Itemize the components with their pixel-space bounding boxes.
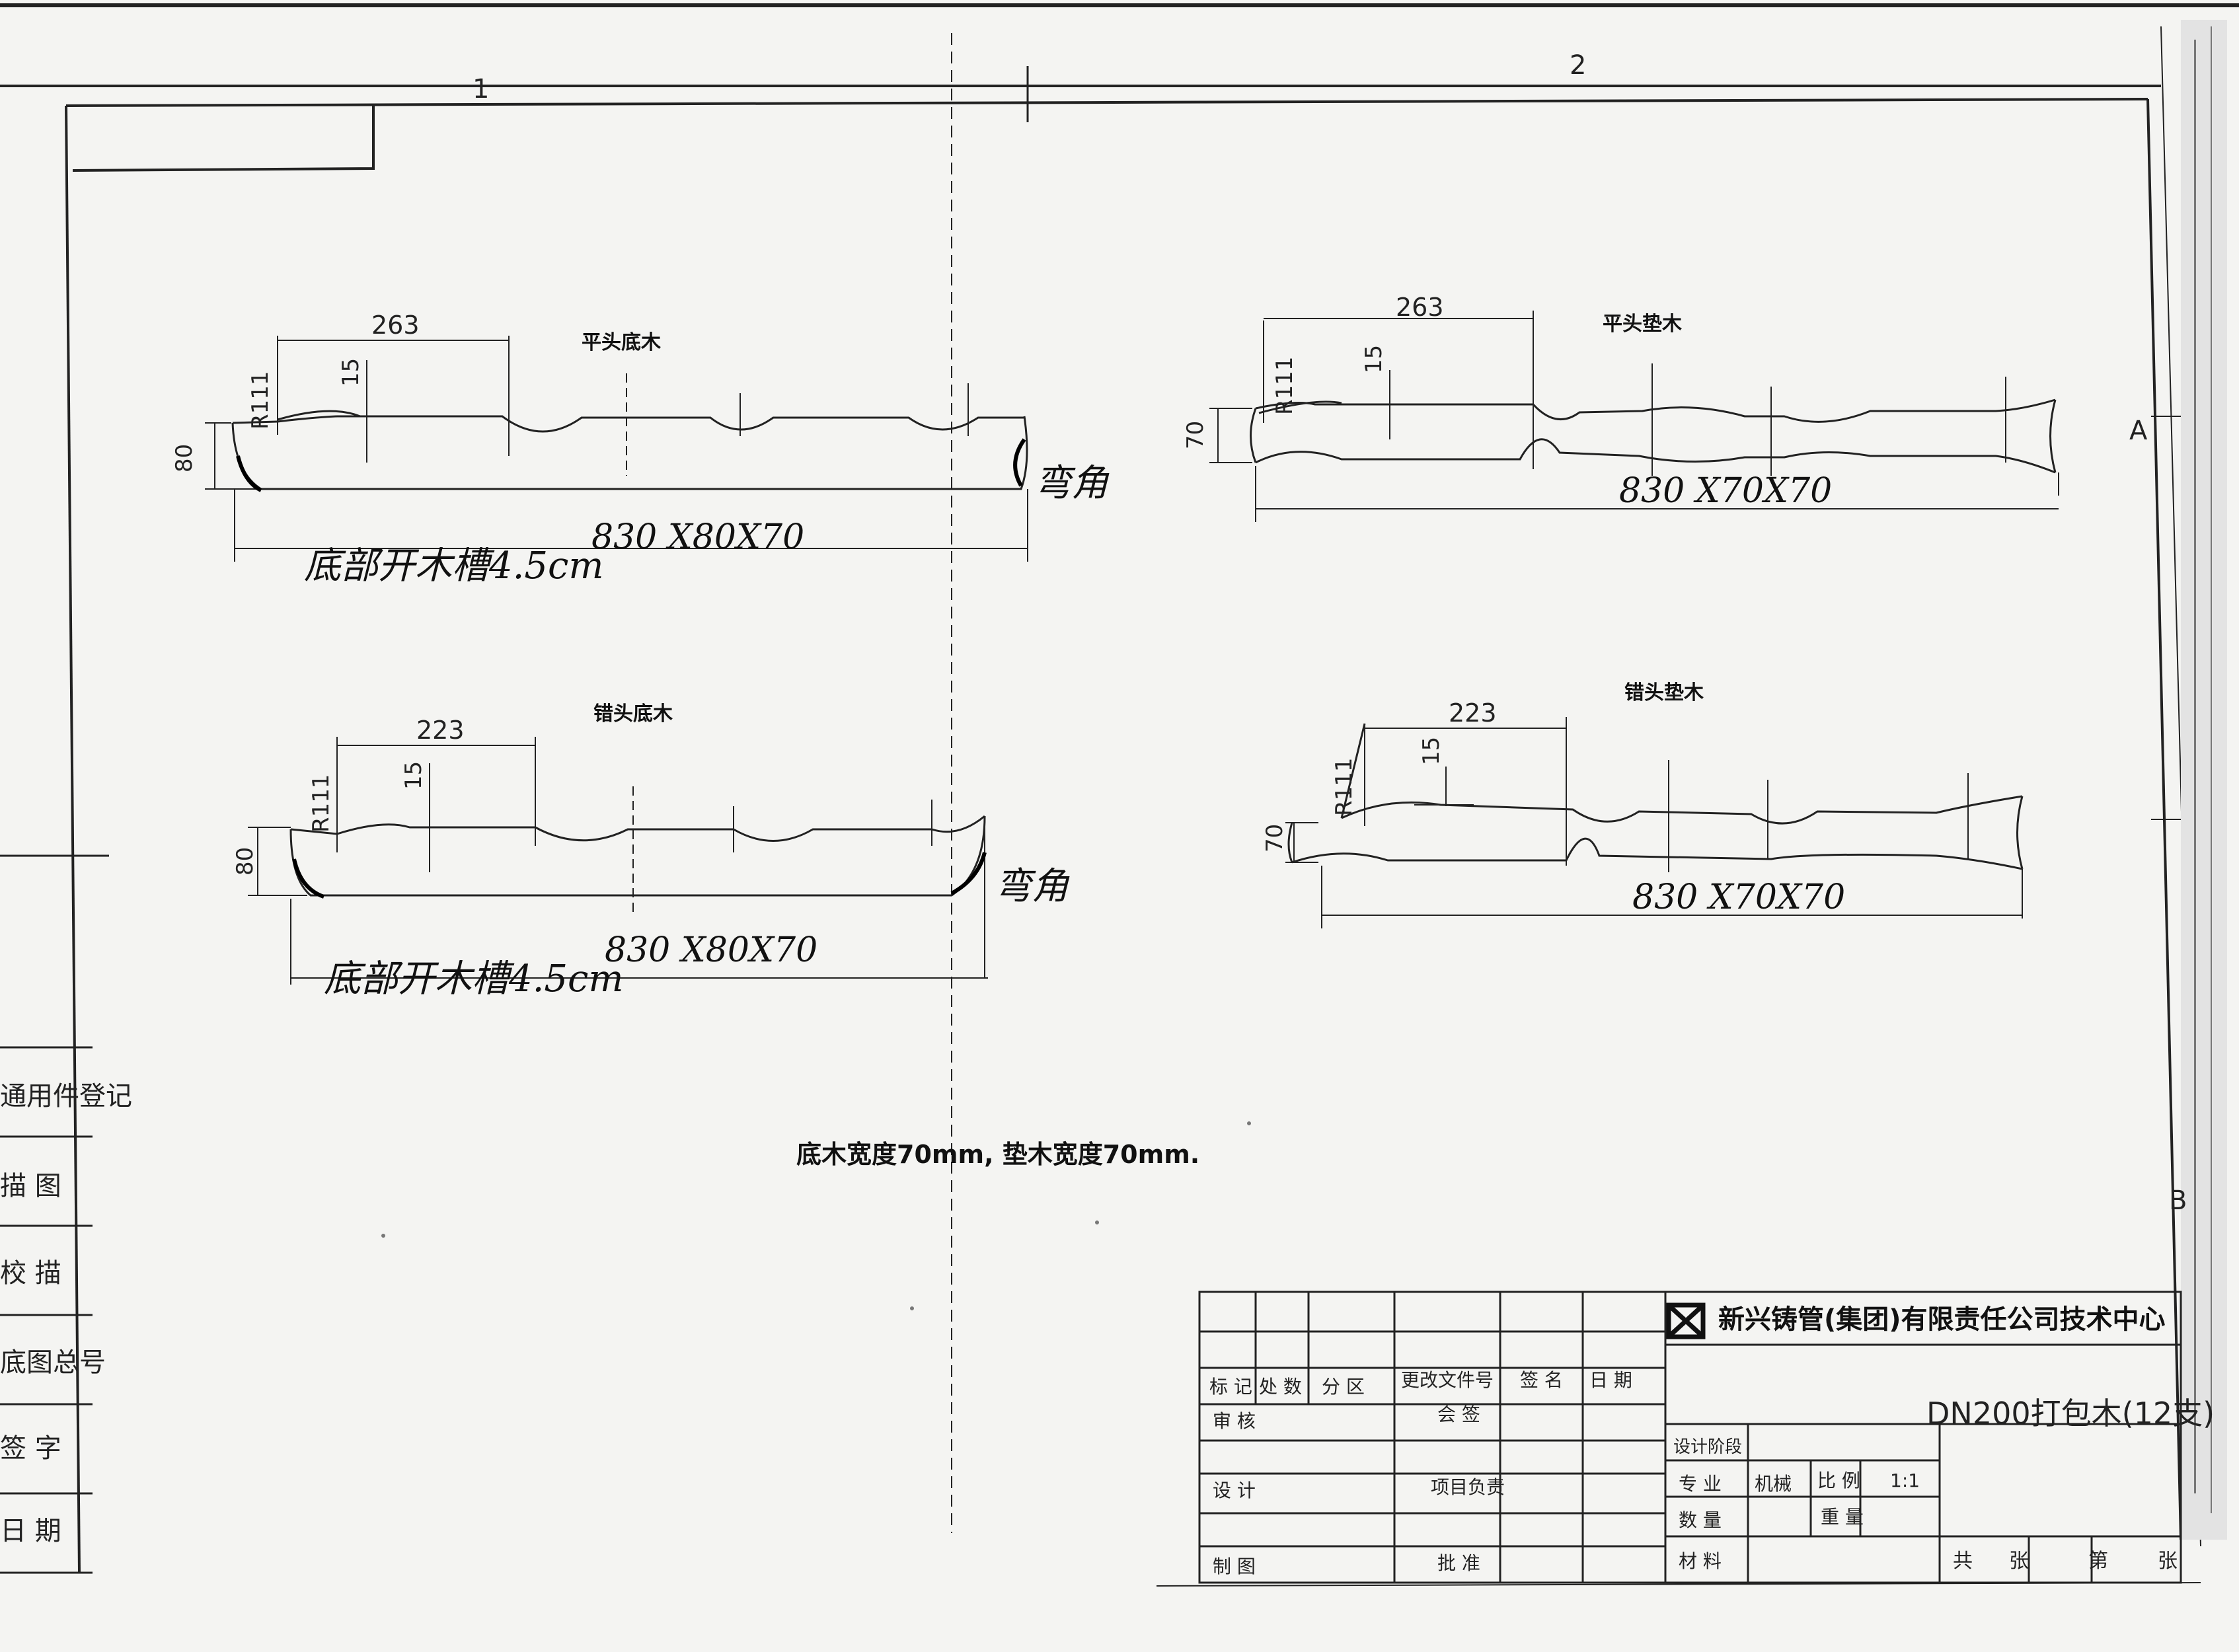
part-flat-pad-block: 平头垫木 263 15 R111 70 830 X70X70 <box>1182 293 2059 522</box>
label-sheets-total: 共 <box>1953 1550 1973 1573</box>
part1-corner-note: 弯角 <box>1034 462 1110 505</box>
company-name: 新兴铸管(集团)有限责任公司技术中心 <box>1718 1304 2166 1335</box>
part3-corner-note: 弯角 <box>995 865 1070 908</box>
label-project-lead: 项目负责 <box>1431 1476 1505 1498</box>
rev-header-change-doc: 更改文件号 <box>1401 1369 1494 1391</box>
part4-depth-dim: 15 <box>1418 737 1445 765</box>
zone-col-2: 2 <box>1570 50 1586 81</box>
side-label-standard-parts: 通用件登记 <box>0 1081 132 1111</box>
label-sheet-number: 第 <box>2088 1550 2108 1573</box>
part2-radius: R111 <box>1271 356 1298 415</box>
label-sheets-unit-2: 张 <box>2158 1550 2178 1573</box>
part1-title: 平头底木 <box>582 331 661 354</box>
label-weight: 重 量 <box>1821 1506 1864 1528</box>
part4-radius: R111 <box>1331 757 1357 816</box>
part4-height-dim: 70 <box>1262 824 1288 852</box>
label-approve: 批 准 <box>1437 1552 1480 1574</box>
label-drafting: 制 图 <box>1213 1556 1256 1577</box>
part1-height-dim: 80 <box>171 444 198 472</box>
part-flat-base-block: 平头底木 263 15 R111 80 弯角 底部开木槽4.5cm 830 X8… <box>171 311 1110 587</box>
part1-depth-dim: 15 <box>338 358 364 387</box>
part3-top-dim: 223 <box>416 716 465 745</box>
zone-col-1: 1 <box>473 74 489 104</box>
label-design-stage: 设计阶段 <box>1673 1437 1742 1457</box>
part3-height-dim: 80 <box>232 847 258 876</box>
drawing-name: DN200打包木(12支) <box>1926 1396 2215 1431</box>
part2-size-note: 830 X70X70 <box>1619 471 1832 511</box>
rev-header-zone: 分 区 <box>1322 1376 1365 1398</box>
part2-title: 平头垫木 <box>1603 313 1682 336</box>
general-note: 底木宽度70mm, 垫木宽度70mm. <box>796 1140 1199 1169</box>
specialty-value: 机械 <box>1755 1473 1792 1495</box>
zone-row-b: B <box>2169 1185 2187 1216</box>
part-staggered-base-block: 错头底木 223 15 R111 80 弯角 底部开木槽4.5cm 830 X8… <box>232 702 1070 1000</box>
rev-header-date: 日 期 <box>1589 1369 1632 1391</box>
scale-value: 1:1 <box>1890 1470 1920 1491</box>
label-quantity: 数 量 <box>1679 1509 1722 1531</box>
drawing-frame <box>0 3 2239 1587</box>
company-logo <box>1666 1302 1706 1339</box>
label-scale: 比 例 <box>1817 1470 1860 1491</box>
part4-size-note: 830 X70X70 <box>1632 878 1845 917</box>
side-table: 通用件登记 描 图 校 描 底图总号 签 字 日 期 <box>0 1046 132 1574</box>
part2-height-dim: 70 <box>1182 421 1209 449</box>
part-staggered-pad-block: 错头垫木 223 15 R111 70 830 X70X70 <box>1262 681 2024 928</box>
label-material: 材 料 <box>1679 1550 1722 1572</box>
scan-noise <box>381 20 2227 1540</box>
part3-bottom-note: 底部开木槽4.5cm <box>324 957 624 1000</box>
part3-title: 错头底木 <box>593 702 673 726</box>
label-countersign: 会 签 <box>1437 1404 1480 1425</box>
rev-header-signature: 签 名 <box>1520 1369 1563 1391</box>
part2-top-dim: 263 <box>1396 293 1444 322</box>
part1-top-dim: 263 <box>371 311 420 340</box>
side-label-signature: 签 字 <box>0 1433 61 1464</box>
part1-size-note: 830 X80X70 <box>591 517 804 557</box>
rev-header-mark: 标 记 <box>1209 1376 1252 1398</box>
part3-depth-dim: 15 <box>400 761 427 790</box>
title-block: 新兴铸管(集团)有限责任公司技术中心 DN200打包木(12支) 标 记 处 数… <box>1198 1291 2215 1584</box>
label-sheets-unit-1: 张 <box>2009 1550 2029 1573</box>
label-specialty: 专 业 <box>1679 1473 1722 1495</box>
part1-radius: R111 <box>247 371 274 430</box>
part3-radius: R111 <box>308 774 334 833</box>
label-design: 设 计 <box>1213 1480 1256 1501</box>
side-label-trace-check: 校 描 <box>0 1258 61 1289</box>
side-label-tracing: 描 图 <box>0 1171 61 1201</box>
part4-title: 错头垫木 <box>1624 681 1704 704</box>
part4-top-dim: 223 <box>1449 698 1497 728</box>
part1-bottom-note: 底部开木槽4.5cm <box>304 544 604 587</box>
part2-depth-dim: 15 <box>1361 345 1387 373</box>
side-label-base-drawing-no: 底图总号 <box>0 1347 106 1378</box>
label-review: 审 核 <box>1213 1410 1256 1432</box>
rev-header-count: 处 数 <box>1259 1376 1302 1398</box>
zone-row-a: A <box>2129 416 2148 446</box>
side-label-date: 日 期 <box>0 1516 61 1546</box>
part3-size-note: 830 X80X70 <box>605 930 817 970</box>
